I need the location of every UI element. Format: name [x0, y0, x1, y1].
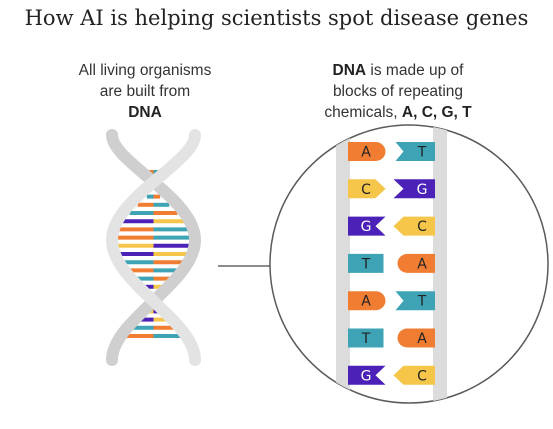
base-letter: T — [417, 294, 427, 310]
base-block-T — [348, 253, 384, 273]
left-caption-emphasis: DNA — [128, 104, 162, 121]
base-block-A — [348, 403, 386, 422]
base-block-G — [348, 216, 386, 236]
right-caption-line-2: blocks of repeating — [332, 83, 464, 100]
dna-helix-icon — [105, 129, 202, 366]
base-letter: T — [417, 145, 427, 161]
base-letter: A — [417, 256, 427, 272]
base-letter: T — [361, 331, 371, 347]
left-caption-line-1: All living organisms — [78, 62, 212, 79]
helix-strand-back — [106, 129, 202, 366]
base-block-G — [348, 365, 386, 385]
base-block-T — [348, 328, 384, 348]
base-block-G — [393, 179, 435, 199]
base-letter: G — [361, 219, 372, 235]
right-caption-line-3: chemicals, A, C, G, T — [324, 104, 472, 121]
base-letter: A — [361, 406, 371, 422]
base-block-A — [397, 328, 435, 348]
base-block-A — [397, 253, 435, 273]
base-letter: C — [417, 219, 427, 235]
helix-rungs — [116, 170, 191, 338]
base-block-T — [396, 403, 436, 422]
left-caption: All living organisms are built from DNA — [40, 60, 250, 123]
base-block-T — [395, 142, 435, 161]
base-block-C — [393, 365, 435, 385]
right-caption-line-1: DNA is made up of — [332, 62, 464, 79]
base-letter: G — [417, 182, 428, 198]
helix-strand-front — [105, 129, 201, 366]
base-letter: A — [361, 294, 371, 310]
base-letter: A — [361, 145, 371, 161]
base-block-C — [348, 179, 386, 199]
right-caption: DNA is made up of blocks of repeating ch… — [268, 60, 528, 123]
base-letter: T — [417, 406, 427, 422]
base-block-C — [393, 216, 435, 236]
base-block-T — [395, 291, 435, 311]
left-backbone — [336, 125, 350, 403]
left-caption-line-2: are built from — [99, 83, 191, 100]
base-block-A — [348, 142, 386, 161]
base-block-A — [348, 291, 386, 311]
base-letter: C — [417, 368, 427, 384]
base-letter: A — [417, 331, 427, 347]
base-letter: T — [361, 256, 371, 272]
right-backbone — [433, 125, 447, 403]
base-letter: C — [361, 182, 371, 198]
page-title: How AI is helping scientists spot diseas… — [24, 6, 529, 30]
base-letter: G — [361, 368, 372, 384]
